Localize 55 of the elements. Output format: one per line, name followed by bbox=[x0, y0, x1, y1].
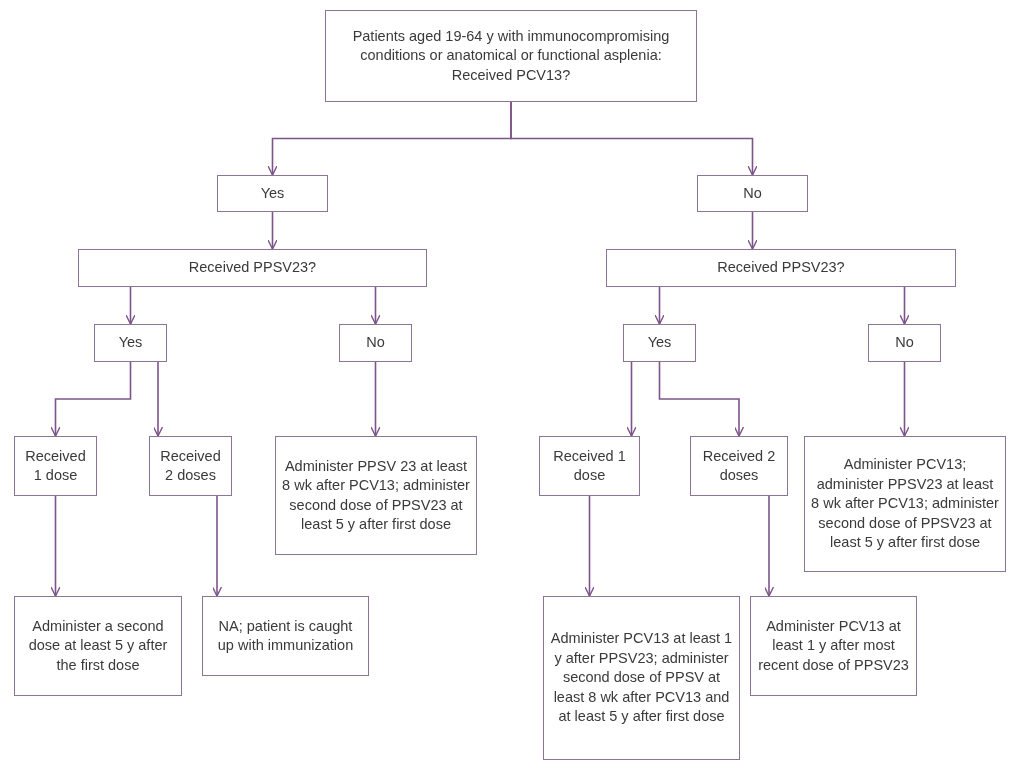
arrow bbox=[763, 495, 775, 597]
process-box bbox=[623, 324, 696, 362]
arrow bbox=[899, 361, 910, 437]
arrow bbox=[747, 211, 758, 250]
process-box bbox=[697, 175, 808, 212]
process-box bbox=[275, 436, 477, 555]
box-text: Yes bbox=[647, 333, 672, 353]
box-text: No bbox=[366, 333, 385, 353]
process-box bbox=[606, 249, 956, 287]
arrow bbox=[899, 286, 910, 325]
process-box bbox=[325, 10, 697, 102]
process-box bbox=[217, 175, 328, 212]
box-text: NA; patient is caught up with immunization bbox=[216, 616, 355, 655]
box-text: Received 1 dose bbox=[24, 446, 87, 485]
process-box bbox=[14, 596, 182, 696]
arrow bbox=[50, 361, 132, 437]
arrow bbox=[152, 361, 164, 437]
box-text: No bbox=[743, 183, 762, 203]
process-box bbox=[94, 324, 167, 362]
box-text: Patients aged 19-64 y with immunocompromising conditions or anatomical or functional asplenia: Received PCV13? bbox=[351, 26, 671, 85]
arrow bbox=[654, 286, 665, 325]
box-text: Administer a second dose at least 5 y after the first dose bbox=[27, 616, 169, 675]
box-text: Yes bbox=[260, 183, 285, 203]
box-text: Received 1 dose bbox=[552, 446, 627, 485]
arrow bbox=[370, 286, 381, 325]
arrow bbox=[50, 495, 61, 597]
arrow bbox=[211, 495, 223, 597]
process-box bbox=[149, 436, 232, 496]
box-text: Received 2 doses bbox=[159, 446, 222, 485]
arrow bbox=[267, 211, 278, 250]
process-box bbox=[868, 324, 941, 362]
process-box bbox=[539, 436, 640, 496]
process-box bbox=[14, 436, 97, 496]
arrow bbox=[125, 286, 136, 325]
box-text: Administer PCV13; administer PPSV23 at least 8 wk after PCV13; administer second dose of PPSV23 at least 5 y after first dose bbox=[811, 455, 999, 553]
process-box bbox=[804, 436, 1006, 572]
process-box bbox=[339, 324, 412, 362]
process-box bbox=[690, 436, 788, 496]
process-box bbox=[202, 596, 369, 676]
arrow bbox=[370, 361, 381, 437]
box-text: Administer PCV13 at least 1 y after most recent dose of PPSV23 bbox=[757, 616, 910, 675]
arrow bbox=[626, 361, 637, 437]
box-text: Received PPSV23? bbox=[717, 258, 845, 278]
arrow bbox=[510, 101, 758, 176]
box-text: Yes bbox=[118, 333, 143, 353]
box-text: Administer PCV13 at least 1 y after PPSV23; administer second dose of PPSV at least 8 wk after PCV13 and at least 5 y after first dose bbox=[550, 629, 733, 727]
process-box bbox=[543, 596, 740, 760]
box-text: No bbox=[895, 333, 914, 353]
process-box bbox=[78, 249, 427, 287]
arrow bbox=[584, 495, 595, 597]
box-text: Received PPSV23? bbox=[188, 258, 317, 278]
arrow bbox=[658, 361, 745, 437]
box-text: Received 2 doses bbox=[701, 446, 777, 485]
process-box bbox=[750, 596, 917, 696]
box-text: Administer PPSV 23 at least 8 wk after PCV13; administer second dose of PPSV23 at least 5 y after first dose bbox=[282, 456, 470, 534]
